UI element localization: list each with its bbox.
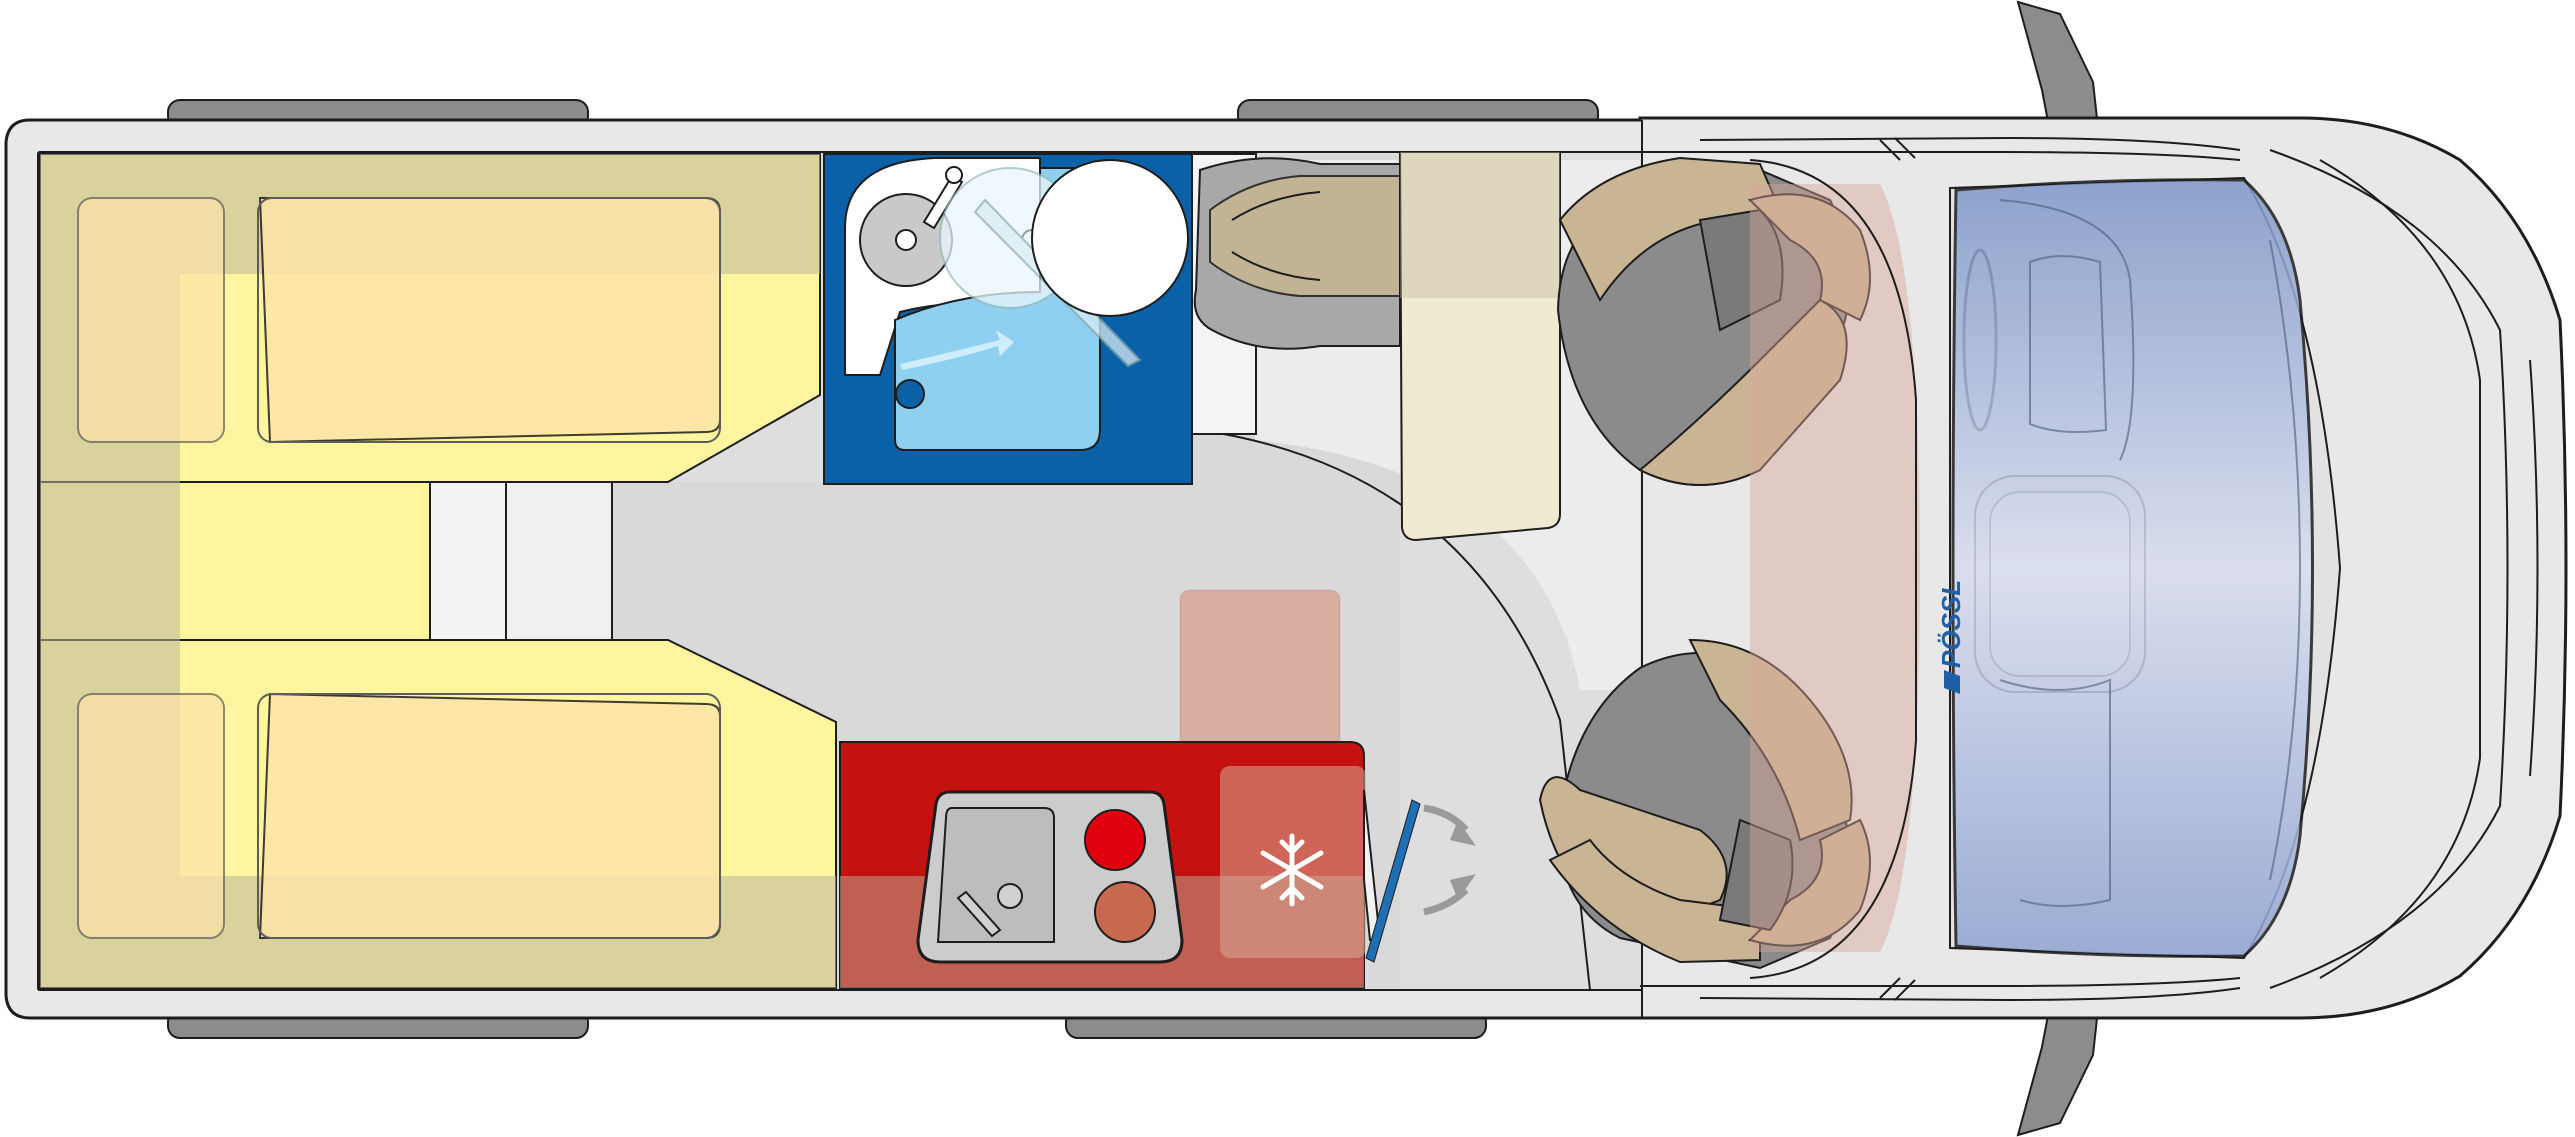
cushion-rear-top [77, 197, 225, 443]
shower-arrow-icon [900, 330, 1014, 370]
cab-passenger-seat [1556, 156, 1871, 486]
cab-bodywork [1640, 136, 2539, 1002]
mirror-top [2016, 0, 2100, 134]
bathroom [823, 153, 1193, 485]
cab-overhead [1750, 184, 1920, 952]
cassette-door [1031, 159, 1189, 317]
cushion-main-top [258, 197, 721, 444]
kitchen [839, 741, 1476, 989]
cab-driver-seat [1538, 638, 1871, 970]
swivel-arrow-icon [1423, 804, 1469, 916]
brand-logo: PÖSSL [1936, 580, 1966, 694]
windshield [1951, 178, 2314, 958]
kitchen-extension-flap [1363, 789, 1382, 941]
burner-front [1084, 809, 1146, 871]
toilet-center [895, 229, 917, 251]
faucet [956, 890, 1002, 938]
mirror-bottom [2016, 1003, 2100, 1137]
cushion-outline-bottom [257, 693, 721, 939]
table-overhead-shade [1400, 152, 1560, 298]
aisle-step-1 [429, 481, 507, 641]
cushion-rear-bottom [77, 693, 225, 939]
brand-logo-text: PÖSSL [1936, 580, 1966, 668]
windshield-reflections [1999, 199, 2302, 907]
sink-drain [997, 883, 1023, 909]
sink-basin [936, 807, 1055, 943]
extension-panel [1365, 799, 1421, 963]
toilet-handle [945, 166, 963, 184]
toilet-flush-lever [922, 174, 964, 230]
snowflake-icon [1260, 833, 1324, 907]
cushion-outline-top [257, 197, 721, 443]
cab-overhead-outline [1749, 159, 1917, 979]
cushion-main-bottom [258, 692, 721, 939]
burner-rear [1094, 881, 1156, 943]
shower-drain [895, 379, 925, 409]
dinette-table [1398, 151, 1561, 542]
aisle-step-2 [505, 481, 613, 641]
dinette-bench [1193, 157, 1401, 350]
rear-bed-area [39, 153, 837, 989]
